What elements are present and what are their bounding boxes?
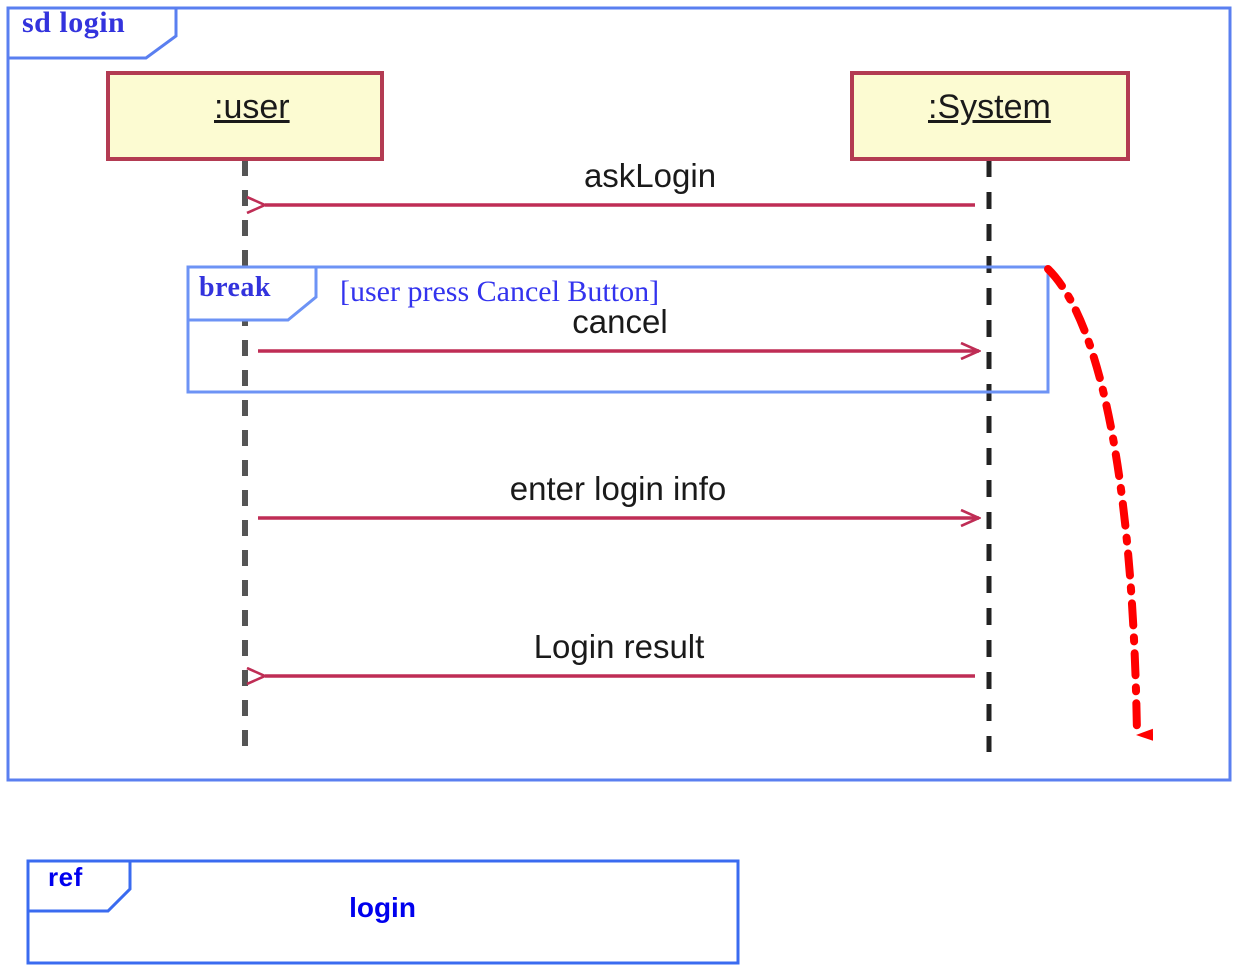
break-fragment-box — [186, 265, 1050, 394]
lifeline-label-user: :user — [214, 88, 290, 126]
frame-name-label: sd login — [22, 6, 126, 39]
lifeline-head-system[interactable] — [850, 71, 1130, 161]
ref-body-label: login — [349, 892, 416, 923]
message-label-login-result: Login result — [533, 628, 705, 665]
break-operator-tab — [186, 265, 318, 322]
ref-operator-tab — [26, 859, 132, 913]
frame-name-tab — [6, 6, 178, 60]
message-label-cancel: cancel — [572, 303, 668, 340]
message-label-askLogin: askLogin — [583, 157, 717, 194]
message-label-enter-login-info: enter login info — [509, 470, 727, 507]
lifeline-label-system: :System — [928, 88, 1051, 126]
diagram-frame — [6, 6, 1232, 782]
break-exit-arrow — [1044, 265, 1154, 741]
break-guard-condition: [user press Cancel Button] — [340, 275, 660, 308]
lifeline-head-user[interactable] — [106, 71, 384, 161]
ref-operator-label: ref — [48, 862, 83, 892]
break-operator-label: break — [199, 272, 271, 303]
